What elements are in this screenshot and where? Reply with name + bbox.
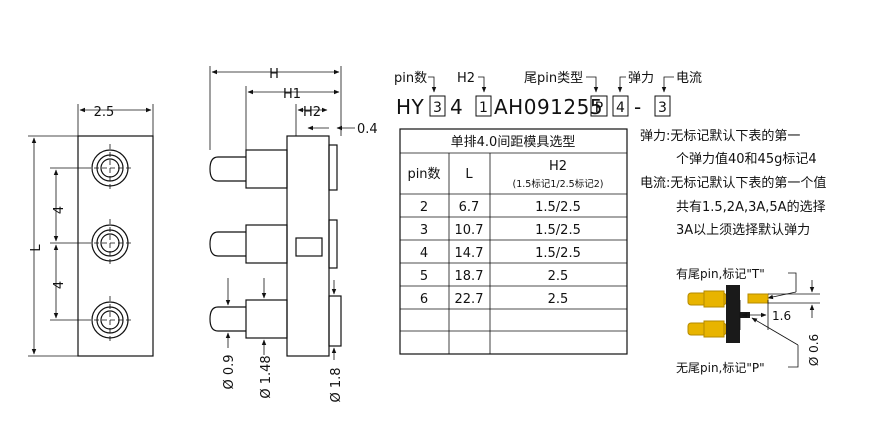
cell-pin: 4 — [420, 246, 428, 261]
dia-barrel-label: Ø 1.48 — [259, 355, 274, 398]
table-row: 4 14.7 1.5/2.5 — [420, 246, 581, 261]
side-view: H H1 H2 0.4 Ø 0.9 Ø 1.48 Ø 1.8 — [209, 66, 378, 403]
with-tail-label: 有尾pin,标记"T" — [676, 267, 765, 281]
len-label: 1.6 — [772, 309, 791, 323]
note-line-1: 弹力:无标记默认下表的第一 — [640, 128, 800, 144]
pin-hole-2 — [86, 219, 134, 267]
pitch-bottom-label: 4 — [52, 281, 67, 289]
table-row: 5 18.7 2.5 — [420, 269, 568, 284]
code-digit: 4 — [450, 95, 463, 119]
table-row: 2 6.7 1.5/2.5 — [420, 200, 581, 215]
cell-h2: 2.5 — [548, 292, 569, 307]
gap-label: 0.4 — [357, 122, 378, 137]
cell-pin: 2 — [420, 200, 428, 215]
header-pin: pin数 — [407, 167, 440, 182]
table-row: 3 10.7 1.5/2.5 — [420, 223, 581, 238]
cell-h2: 1.5/2.5 — [535, 200, 581, 215]
without-tail-label: 无尾pin,标记"P" — [676, 361, 765, 375]
cell-l: 6.7 — [459, 200, 480, 215]
note-line-2: 个弹力值40和45g标记4 — [676, 151, 817, 167]
insulator-body — [726, 285, 740, 343]
code-force: 4 — [616, 100, 625, 116]
note-line-3: 电流:无标记默认下表的第一个值 — [640, 175, 826, 191]
callout-h2: H2 — [457, 71, 475, 86]
header-h2-note: (1.5标记1/2.5标记2) — [513, 178, 604, 190]
table-title: 单排4.0间距模具选型 — [451, 135, 576, 150]
length-label: L — [29, 244, 44, 252]
code-pin-count: 3 — [433, 100, 442, 116]
selection-table: 单排4.0间距模具选型 pin数 L H2 (1.5标记1/2.5标记2) 2 … — [399, 128, 628, 355]
callout-tail: 尾pin类型 — [524, 71, 583, 86]
tail-detail: 有尾pin,标记"T" 1.6 Ø 0.6 无尾pin,标记"P" — [676, 267, 821, 375]
code-mid: AH091255 — [494, 95, 603, 119]
callout-current: 电流 — [676, 71, 702, 86]
cell-l: 10.7 — [455, 223, 484, 238]
cell-h2: 1.5/2.5 — [535, 223, 581, 238]
cell-pin: 3 — [420, 223, 428, 238]
dia-tip-label: Ø 0.9 — [222, 354, 237, 389]
code-tail-type: P — [595, 100, 603, 116]
header-l: L — [465, 167, 473, 182]
pin-hole-1 — [86, 144, 134, 192]
code-dash: - — [634, 95, 642, 119]
cell-l: 22.7 — [455, 292, 484, 307]
pin-hole-3 — [86, 296, 134, 344]
note-line-5: 3A以上须选择默认弹力 — [676, 222, 810, 238]
dia-label: Ø 0.6 — [807, 334, 821, 366]
h-label: H — [269, 67, 279, 82]
front-body — [77, 135, 154, 357]
code-prefix: HY — [396, 95, 425, 119]
note-line-4: 共有1.5,2A,3A,5A的选择 — [676, 199, 826, 215]
notes: 弹力:无标记默认下表的第一 个弹力值40和45g标记4 电流:无标记默认下表的第… — [640, 128, 826, 238]
code-current: 3 — [658, 100, 667, 116]
cell-pin: 5 — [420, 269, 428, 284]
part-code: pin数 H2 尾pin类型 弹力 电流 HY 3 4 1 AH091255 P… — [394, 71, 702, 119]
callout-force: 弹力 — [628, 71, 654, 86]
pitch-top-label: 4 — [52, 206, 67, 214]
cell-h2: 2.5 — [548, 269, 569, 284]
code-h2: 1 — [479, 100, 488, 116]
cell-h2: 1.5/2.5 — [535, 246, 581, 261]
front-view: 2.5 4 4 L — [28, 104, 154, 357]
dia-tail-label: Ø 1.8 — [329, 367, 344, 402]
h1-label: H1 — [283, 87, 301, 102]
table-row: 6 22.7 2.5 — [420, 292, 568, 307]
cell-l: 18.7 — [455, 269, 484, 284]
h2-label: H2 — [303, 105, 321, 120]
cell-pin: 6 — [420, 292, 428, 307]
cell-l: 14.7 — [455, 246, 484, 261]
header-h2: H2 — [549, 159, 567, 174]
side-body — [286, 135, 330, 357]
callout-pin: pin数 — [394, 71, 427, 86]
width-label: 2.5 — [94, 105, 115, 120]
